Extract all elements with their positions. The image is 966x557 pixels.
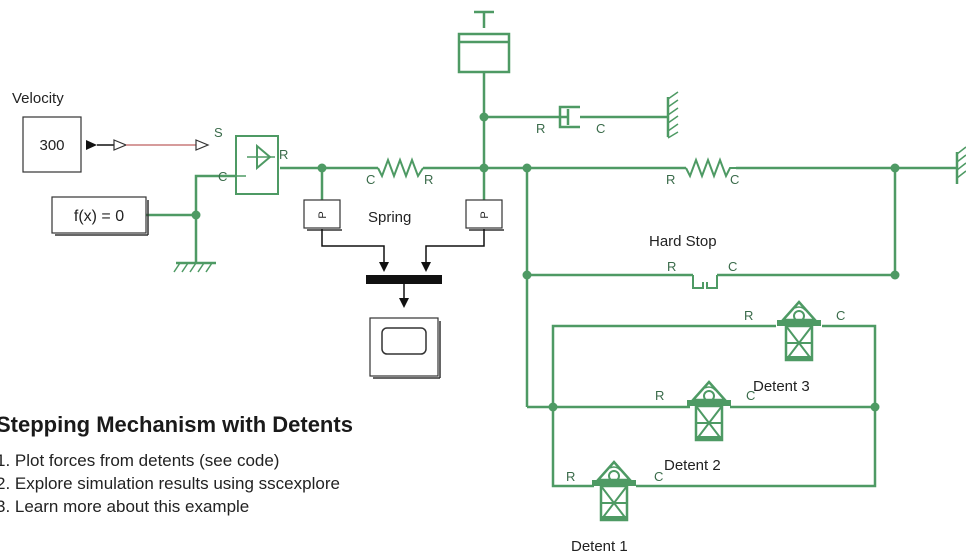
- detent-2-port-c: C: [746, 388, 755, 403]
- link-explore-results[interactable]: 2. Explore simulation results using ssce…: [0, 474, 340, 493]
- detent-3-port-r: R: [744, 308, 753, 323]
- spring-left-port-r: R: [424, 172, 433, 187]
- example-links: 1. Plot forces from detents (see code) 2…: [0, 449, 340, 518]
- mass-icon[interactable]: [457, 10, 511, 74]
- force-sensor-right[interactable]: P: [465, 199, 504, 231]
- spring-right-port-c: C: [730, 172, 739, 187]
- hard-stop-label: Hard Stop: [649, 233, 717, 250]
- damper-port-r: R: [536, 121, 545, 136]
- damper-icon[interactable]: [552, 105, 584, 129]
- mux-icon[interactable]: [366, 275, 442, 284]
- solver-label: f(x) = 0: [74, 208, 124, 225]
- detent-2-block[interactable]: [685, 380, 733, 442]
- solver-block[interactable]: f(x) = 0: [51, 196, 149, 236]
- sensor-glyph: P: [317, 211, 329, 218]
- spring-icon[interactable]: [377, 157, 424, 179]
- signal-line: [321, 229, 485, 262]
- ground-icon: [173, 261, 216, 273]
- hard-stop-port-r: R: [667, 259, 676, 274]
- spring-icon[interactable]: [685, 157, 736, 179]
- link-learn-more[interactable]: 3. Learn more about this example: [0, 497, 250, 516]
- detent-1-label: Detent 1: [571, 538, 628, 555]
- ground-icon: [666, 91, 679, 139]
- spring-left-port-c: C: [366, 172, 375, 187]
- detent-icon: [685, 380, 733, 442]
- detent-2-label: Detent 2: [664, 457, 721, 474]
- ground-icon: [956, 146, 966, 179]
- velsrc-port-s: S: [214, 125, 223, 140]
- detent-2-port-r: R: [655, 388, 664, 403]
- link-plot-forces[interactable]: 1. Plot forces from detents (see code): [0, 451, 280, 470]
- detent-icon: [775, 300, 823, 362]
- detent-1-port-r: R: [566, 469, 575, 484]
- velsrc-port-c: C: [218, 169, 227, 184]
- hard-stop-icon[interactable]: [692, 275, 718, 289]
- junction-dots: [191, 112, 900, 412]
- detent-3-block[interactable]: [775, 300, 823, 362]
- damper-port-c: C: [596, 121, 605, 136]
- velocity-label: Velocity: [12, 90, 64, 107]
- detent-1-block[interactable]: [590, 460, 638, 522]
- scope-icon[interactable]: [369, 317, 441, 379]
- velocity-source-block[interactable]: [235, 135, 279, 195]
- detent-1-port-c: C: [654, 469, 663, 484]
- connection-lines: [146, 72, 959, 488]
- constant-value: 300: [39, 137, 64, 154]
- hard-stop-port-c: C: [728, 259, 737, 274]
- constant-block[interactable]: 300: [22, 116, 82, 173]
- force-sensor-left[interactable]: P: [303, 199, 342, 231]
- sensor-glyph: P: [479, 211, 491, 218]
- detent-3-port-c: C: [836, 308, 845, 323]
- model-title: Stepping Mechanism with Detents: [0, 412, 353, 437]
- signal-line: [86, 139, 210, 151]
- detent-3-label: Detent 3: [753, 378, 810, 395]
- velsrc-port-r: R: [279, 147, 288, 162]
- spring-right-port-r: R: [666, 172, 675, 187]
- detent-icon: [590, 460, 638, 522]
- spring-label: Spring: [368, 209, 411, 226]
